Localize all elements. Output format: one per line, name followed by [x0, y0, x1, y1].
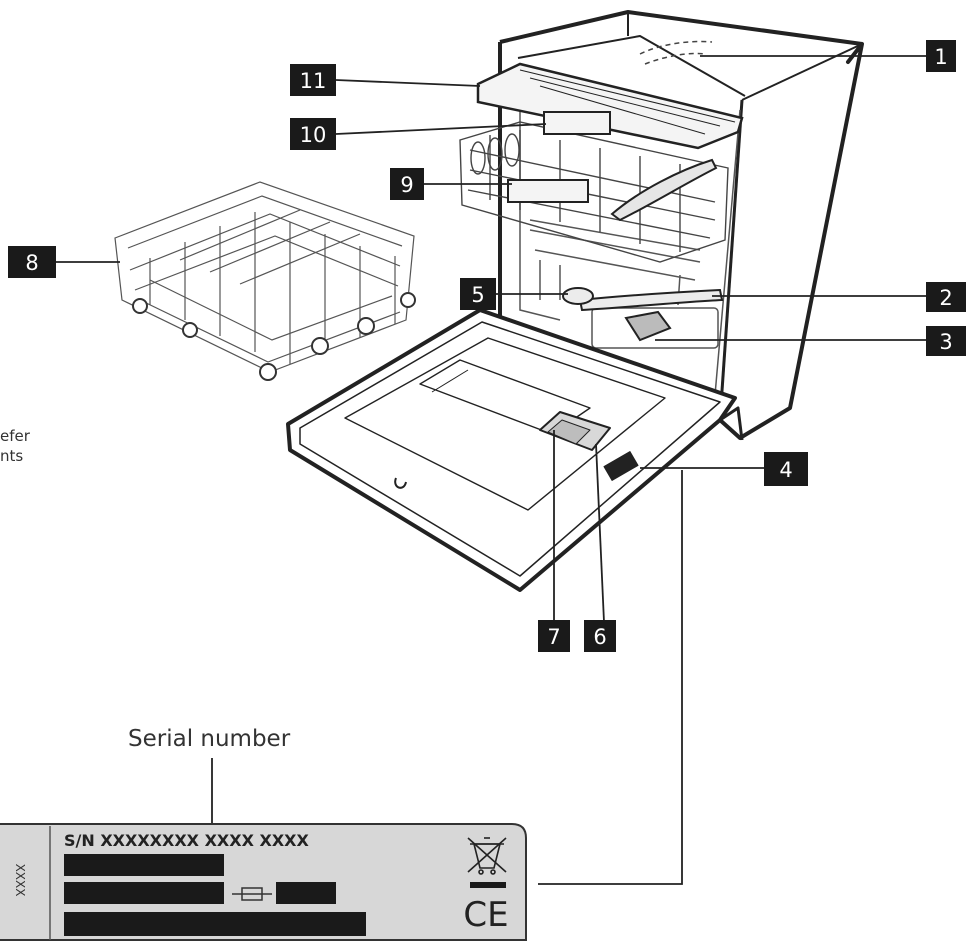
side-text-line-1: efer	[0, 427, 30, 445]
lower-spray-arm	[578, 288, 724, 312]
callout-8-label: 8	[25, 251, 38, 275]
dishwasher-door	[286, 308, 744, 592]
redacted-bar	[64, 912, 366, 936]
top-spray-holder	[543, 111, 611, 135]
callout-6: 6	[584, 620, 616, 652]
callout-2: 2	[926, 282, 966, 312]
callout-2-label: 2	[939, 286, 952, 310]
lower-basket-wheels	[132, 292, 416, 381]
salt-cap	[562, 287, 594, 305]
callout-4-label: 4	[779, 458, 792, 482]
rating-plate: S/N XXXXXXXX XXXX XXXX XXXX CE	[0, 823, 527, 941]
fuse-icon	[232, 887, 272, 901]
callout-7: 7	[538, 620, 570, 652]
vertical-code: XXXX	[13, 864, 27, 897]
callout-9-label: 9	[400, 173, 413, 197]
callout-3-label: 3	[939, 330, 952, 354]
callout-10-label: 10	[300, 123, 327, 147]
callout-5: 5	[460, 278, 496, 310]
ce-mark: CE	[463, 895, 508, 935]
weee-bin-icon	[467, 837, 507, 875]
redacted-bar	[64, 854, 224, 876]
callout-3: 3	[926, 326, 966, 356]
callout-11-label: 11	[300, 69, 327, 93]
redacted-bar	[64, 882, 224, 904]
callout-1: 1	[926, 40, 956, 72]
cutlery-tray	[476, 62, 744, 150]
callout-1-label: 1	[934, 45, 947, 69]
side-text-line-2: nts	[0, 447, 24, 465]
upper-spray-arm	[610, 158, 718, 222]
upper-spray-holder	[507, 179, 589, 203]
callout-9: 9	[390, 168, 424, 200]
serial-number-caption: Serial number	[128, 726, 291, 752]
callout-4: 4	[764, 452, 808, 486]
callout-6-label: 6	[593, 625, 606, 649]
serial-number-line: S/N XXXXXXXX XXXX XXXX	[64, 831, 310, 850]
callout-7-label: 7	[547, 625, 560, 649]
callout-11: 11	[290, 64, 336, 96]
callout-8: 8	[8, 246, 56, 278]
filter	[624, 310, 672, 342]
lower-basket	[114, 181, 415, 373]
leader-lines	[56, 55, 926, 885]
redacted-bar	[276, 882, 336, 904]
weee-bar	[470, 882, 506, 888]
callout-10: 10	[290, 118, 336, 150]
top-spray-dashed	[639, 40, 713, 65]
callout-5-label: 5	[471, 283, 484, 307]
cropped-side-text: efer nts	[0, 426, 30, 466]
